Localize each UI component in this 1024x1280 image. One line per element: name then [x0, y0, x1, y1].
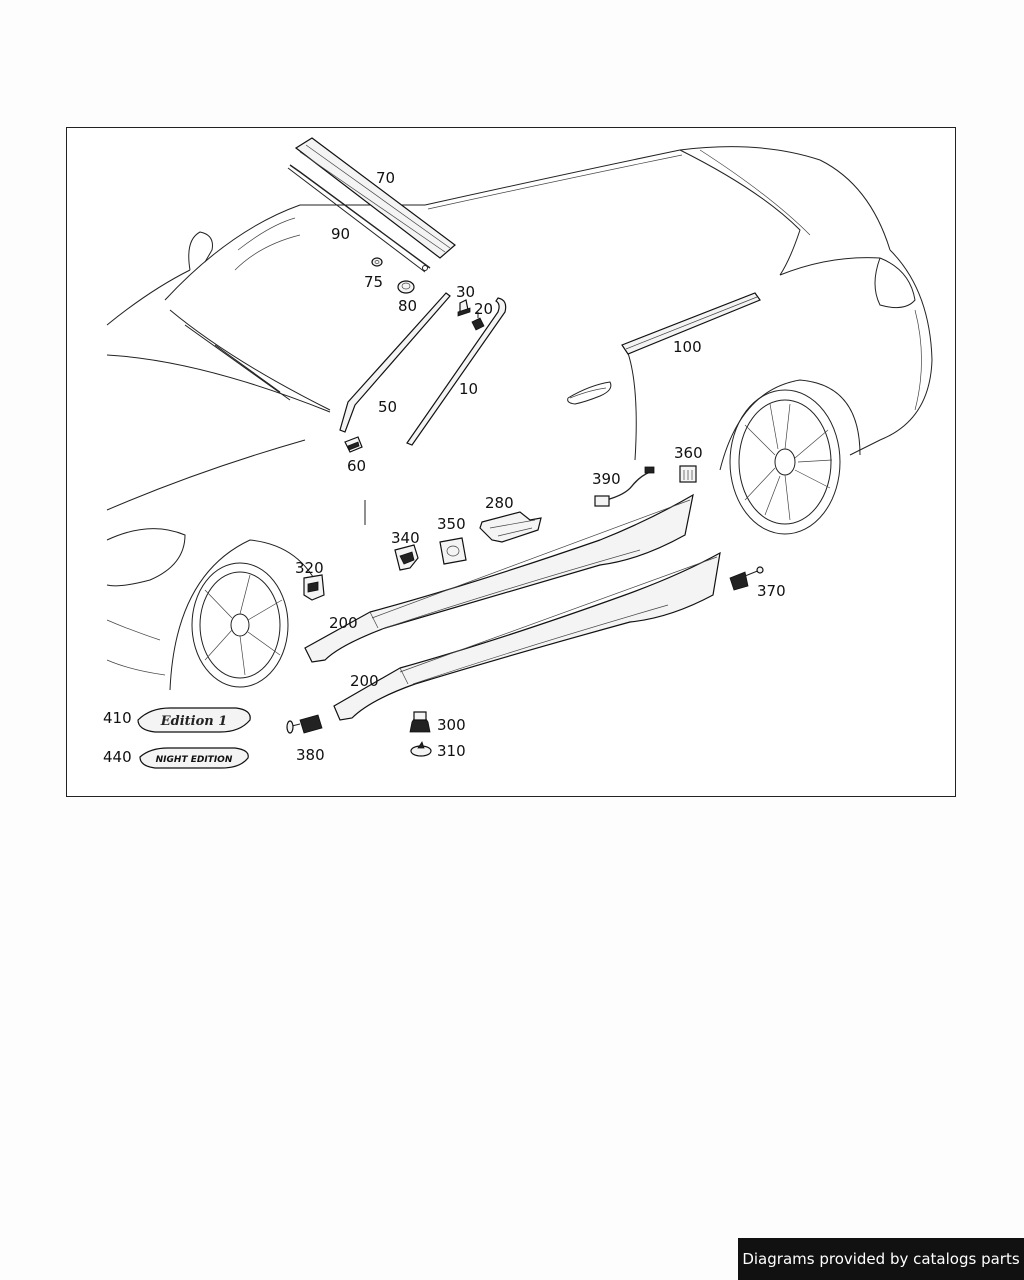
push-rivet-380	[286, 714, 323, 734]
part-label-10: 10	[459, 380, 478, 398]
part-label-410: 410	[103, 709, 132, 727]
part-labels: 70 90 75 80 30 20 10 50 60 100 360 390 2…	[103, 169, 786, 766]
part-label-320: 320	[295, 559, 324, 577]
part-label-70: 70	[376, 169, 395, 187]
part-label-75: 75	[364, 273, 383, 291]
roof-seal-90	[287, 164, 431, 273]
part-label-280: 280	[485, 494, 514, 512]
nut-300	[409, 711, 431, 733]
part-label-370: 370	[757, 582, 786, 600]
bracket-350	[439, 537, 467, 565]
part-label-80: 80	[398, 297, 417, 315]
badge-night-edition: NIGHT EDITION	[139, 747, 249, 769]
part-label-440: 440	[103, 748, 132, 766]
footer-credit: Diagrams provided by catalogs parts	[738, 1238, 1024, 1280]
part-label-350: 350	[437, 515, 466, 533]
pillar-trim-10	[406, 297, 507, 446]
part-label-100: 100	[673, 338, 702, 356]
door-trim-100	[621, 292, 761, 355]
clip-30	[457, 299, 471, 317]
clip-370	[729, 566, 764, 591]
car-outline	[106, 146, 933, 691]
cable-390	[594, 466, 655, 507]
clip-20	[471, 312, 485, 331]
bracket-280	[479, 511, 542, 543]
diagram-frame	[66, 127, 956, 797]
washer-310	[410, 741, 432, 757]
part-label-200-upper: 200	[329, 614, 358, 632]
connector-360	[679, 465, 697, 483]
part-label-310: 310	[437, 742, 466, 760]
part-label-340: 340	[391, 529, 420, 547]
part-label-90: 90	[331, 225, 350, 243]
side-skirt-200-upper	[304, 493, 694, 663]
clip-60	[344, 436, 363, 453]
badge-edition-1-text: Edition 1	[160, 714, 228, 729]
side-skirt-200-lower	[333, 551, 721, 721]
pillar-trim-50	[339, 292, 451, 433]
badge-night-edition-text: NIGHT EDITION	[156, 755, 233, 765]
badge-edition-1: Edition 1	[137, 707, 251, 733]
part-label-60: 60	[347, 457, 366, 475]
clip-320	[303, 574, 325, 601]
part-label-380: 380	[296, 746, 325, 764]
part-label-20: 20	[474, 300, 493, 318]
grommet-80	[397, 280, 415, 294]
part-label-360: 360	[674, 444, 703, 462]
part-label-390: 390	[592, 470, 621, 488]
part-label-300: 300	[437, 716, 466, 734]
clip-340	[394, 544, 419, 571]
part-label-50: 50	[378, 398, 397, 416]
fastener-75	[371, 257, 383, 267]
roof-trim-70	[294, 137, 456, 259]
part-label-30: 30	[456, 283, 475, 301]
part-label-200-lower: 200	[350, 672, 379, 690]
